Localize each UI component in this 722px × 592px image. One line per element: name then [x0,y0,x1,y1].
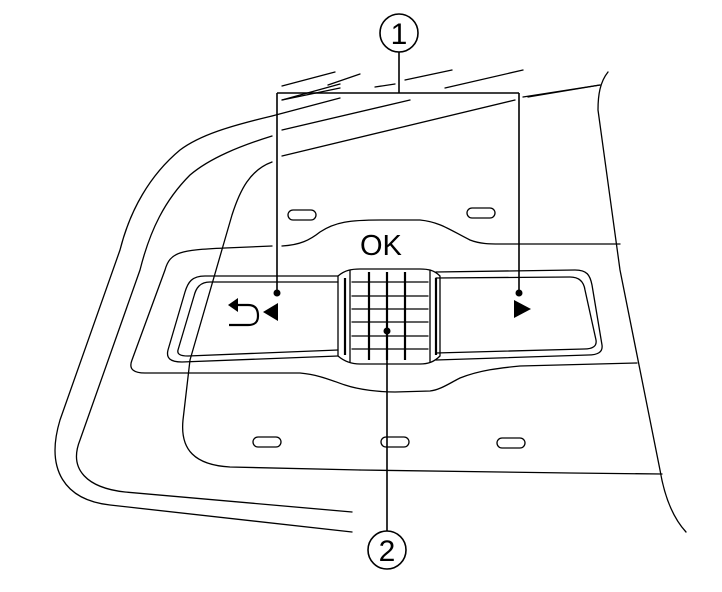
callout-1-leader [273,50,523,297]
switch-bezel[interactable] [166,269,603,363]
back-arrow-icon[interactable] [228,298,260,327]
lower-band [359,469,663,475]
scroll-dial[interactable] [337,268,441,365]
slot-top-left [287,209,317,221]
callout-2: 2 [367,530,407,570]
housing-right-edge [522,71,687,533]
callout-1: 1 [379,13,419,53]
slot-top-right [466,207,496,219]
slot-bottom-left [252,436,282,448]
housing-outline [54,69,601,533]
slot-bottom-right [496,437,526,449]
right-triangle-icon[interactable] [514,300,531,318]
upper-panel [130,219,638,393]
left-triangle-icon[interactable] [263,303,278,321]
slot-bottom-center [380,436,410,448]
callout-2-label: 2 [379,535,396,568]
slots [252,207,526,449]
callout-1-label: 1 [391,18,408,51]
ok-label: OK [360,230,403,262]
callout-2-leader [383,327,391,531]
